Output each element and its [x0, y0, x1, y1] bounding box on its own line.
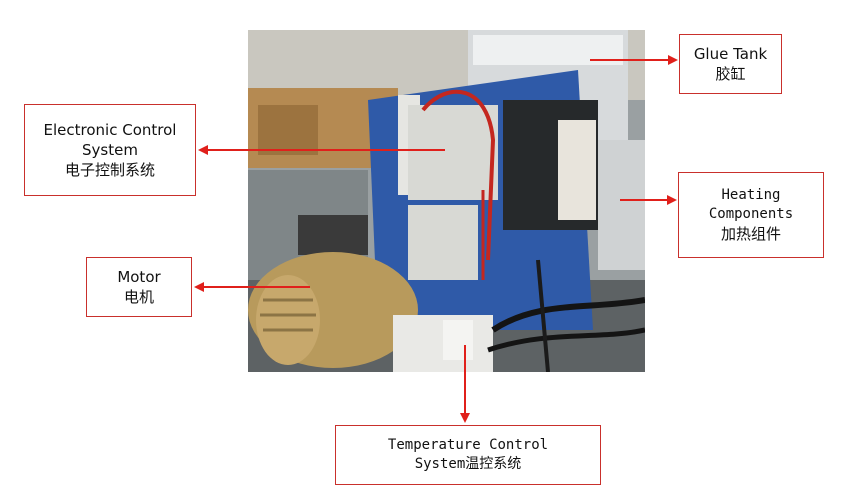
machine-illustration — [248, 30, 645, 372]
glue-zh: 胶缸 — [715, 65, 746, 83]
glue-en: Glue Tank — [693, 44, 768, 63]
heating-en-line1: Heating — [721, 186, 781, 203]
callout-electronic-control: Electronic Control System 电子控制系统 — [24, 104, 196, 196]
callout-motor: Motor 电机 — [86, 257, 192, 317]
heating-en-line2: Components — [708, 205, 794, 222]
temperature-en-line2: System温控系统 — [414, 456, 522, 472]
machine-photo — [248, 30, 645, 372]
motor-en: Motor — [117, 267, 161, 286]
temperature-en-line1: Temperature Control — [387, 437, 549, 454]
electronic-zh: 电子控制系统 — [64, 161, 155, 180]
callout-heating-components: Heating Components 加热组件 — [678, 172, 824, 258]
callout-glue-tank: Glue Tank 胶缸 — [679, 34, 782, 94]
callout-temperature-control: Temperature Control System温控系统 — [335, 425, 601, 485]
motor-zh: 电机 — [123, 288, 154, 306]
electronic-en-line2: System — [82, 140, 138, 159]
heating-zh: 加热组件 — [720, 224, 781, 243]
electronic-en-line1: Electronic Control — [43, 120, 177, 139]
solid-state-relays — [408, 105, 498, 200]
